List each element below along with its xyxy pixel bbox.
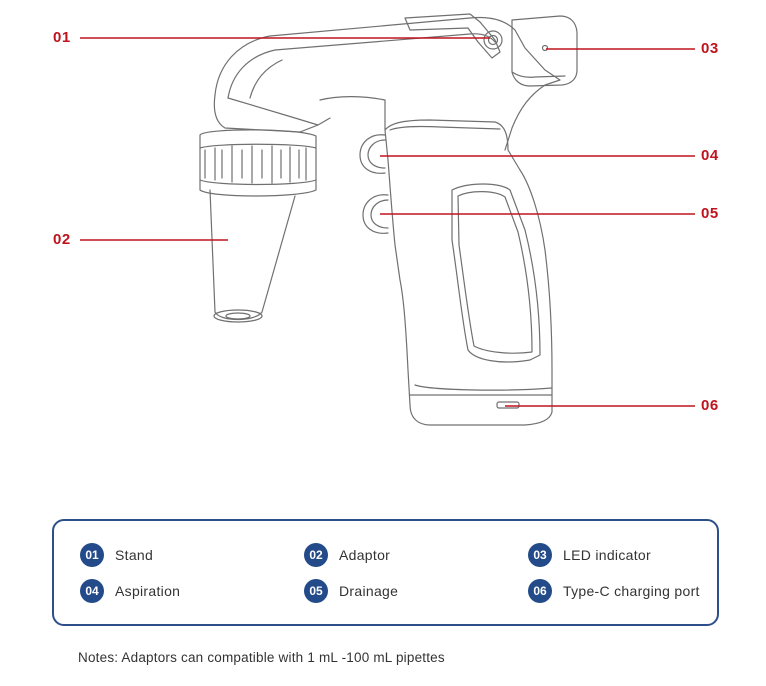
legend-badge: 06 bbox=[528, 579, 552, 603]
legend-badge: 04 bbox=[80, 579, 104, 603]
handle-outline bbox=[384, 117, 553, 426]
legend-item-stand: 01 Stand bbox=[80, 543, 153, 567]
legend-badge: 02 bbox=[304, 543, 328, 567]
legend-item-drainage: 05 Drainage bbox=[304, 579, 398, 603]
adaptor-cone bbox=[209, 189, 296, 321]
legend-label: Drainage bbox=[339, 583, 399, 599]
legend-item-led-indicator: 03 LED indicator bbox=[528, 543, 651, 567]
aspiration-button bbox=[359, 134, 386, 174]
legend-label: Stand bbox=[115, 547, 154, 563]
callout-02: 02 bbox=[53, 231, 71, 248]
adaptor-collar bbox=[199, 129, 317, 197]
legend-item-adaptor: 02 Adaptor bbox=[304, 543, 390, 567]
notes-text: Notes: Adaptors can compatible with 1 mL… bbox=[78, 650, 445, 665]
led-head bbox=[511, 15, 578, 87]
legend-label: LED indicator bbox=[563, 547, 651, 563]
legend-box: 01 Stand 02 Adaptor 03 LED indicator 04 … bbox=[52, 519, 719, 626]
legend-badge: 01 bbox=[80, 543, 104, 567]
drainage-button bbox=[362, 194, 389, 234]
pipette-controller-illustration bbox=[80, 13, 695, 426]
callout-05: 05 bbox=[701, 205, 719, 222]
legend-label: Adaptor bbox=[339, 547, 391, 563]
body-top-rail bbox=[214, 16, 561, 151]
callout-01: 01 bbox=[53, 29, 71, 46]
charging-port bbox=[496, 401, 520, 409]
callout-04: 04 bbox=[701, 147, 719, 164]
grip-panel bbox=[451, 183, 541, 363]
legend-badge: 03 bbox=[528, 543, 552, 567]
legend-badge: 05 bbox=[304, 579, 328, 603]
callout-03: 03 bbox=[701, 40, 719, 57]
body-top-inner bbox=[227, 33, 496, 99]
legend-label: Type-C charging port bbox=[563, 583, 700, 599]
stand-knob bbox=[483, 30, 503, 50]
legend-label: Aspiration bbox=[115, 583, 181, 599]
callout-06: 06 bbox=[701, 397, 719, 414]
stand-bracket bbox=[404, 13, 501, 59]
legend-item-aspiration: 04 Aspiration bbox=[80, 579, 180, 603]
led-dot bbox=[541, 44, 549, 52]
legend-item-type-c-charging-port: 06 Type-C charging port bbox=[528, 579, 700, 603]
